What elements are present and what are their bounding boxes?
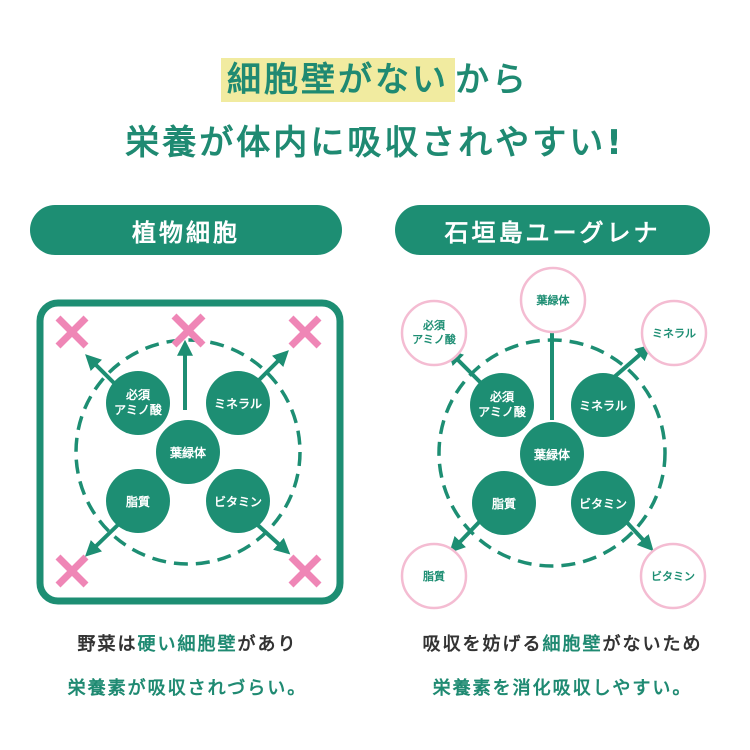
nutrient-mineral-right bbox=[571, 373, 635, 437]
nutrient-chloroplast-left bbox=[156, 420, 220, 484]
plant-caption-seg2: 硬い細胞壁 bbox=[137, 634, 238, 655]
chloroplast-label: 葉緑体 bbox=[169, 445, 207, 460]
amino-label-line1: 必須 bbox=[125, 387, 151, 402]
absorbed-mineral bbox=[640, 299, 708, 367]
plant-cell-title: 植物細胞 bbox=[30, 205, 342, 255]
blocked-marks bbox=[55, 313, 322, 588]
vitamin-label: ビタミン bbox=[214, 494, 262, 509]
headline-highlight: 細胞壁がない bbox=[221, 58, 455, 102]
absorbed-vitamin bbox=[639, 542, 707, 610]
headline-line1: 細胞壁がないから bbox=[0, 52, 750, 102]
nutrient-lipid-left bbox=[106, 469, 170, 533]
plant-caption-seg1: 野菜は bbox=[77, 634, 138, 655]
blocked-x-icon bbox=[171, 313, 206, 348]
nutrient-chloroplast-right bbox=[520, 422, 584, 486]
absorbed-amino-label-line1: 必須 bbox=[422, 318, 446, 332]
euglena-caption-line2: 栄養素を消化吸収しやすい。 bbox=[432, 678, 693, 699]
euglena-caption-seg3: がないため bbox=[602, 634, 703, 655]
nutrient-amino-acid-left bbox=[106, 371, 170, 435]
headline-line1-rest: から bbox=[455, 60, 529, 100]
cell-membrane-left bbox=[74, 338, 302, 566]
mineral-label-right: ミネラル bbox=[579, 399, 627, 413]
nutrient-mineral-left bbox=[206, 371, 270, 435]
absorbed-chloroplast-label: 葉緑体 bbox=[536, 293, 571, 307]
nutrient-lipid-right bbox=[472, 471, 536, 535]
amino-label-line2-right: アミノ酸 bbox=[478, 404, 527, 419]
euglena-title: 石垣島ユーグレナ bbox=[395, 205, 710, 255]
absorbed-lipid bbox=[400, 542, 468, 610]
arrow-upleft-right bbox=[447, 349, 485, 387]
nutrient-vitamin-right bbox=[571, 471, 635, 535]
headline-line2: 栄養が体内に吸収されやすい! bbox=[125, 123, 625, 163]
blocked-x-icon bbox=[55, 554, 89, 588]
lipid-label-right: 脂質 bbox=[491, 496, 516, 511]
chloroplast-label-right: 葉緑体 bbox=[533, 447, 571, 462]
absorbed-mineral-label: ミネラル bbox=[652, 327, 696, 340]
nutrient-vitamin-left bbox=[206, 469, 270, 533]
plant-caption-line1: 野菜は硬い細胞壁があり bbox=[0, 630, 375, 656]
nutrient-amino-acid-right bbox=[470, 373, 534, 437]
mineral-label: ミネラル bbox=[214, 397, 262, 411]
absorbed-chloroplast bbox=[519, 266, 587, 334]
amino-label-line1-right: 必須 bbox=[489, 389, 515, 404]
vitamin-label-right: ビタミン bbox=[579, 496, 627, 511]
absorbed-lipid-label: 脂質 bbox=[422, 569, 445, 583]
euglena-caption-line1: 吸収を妨げる細胞壁がないため bbox=[375, 630, 750, 656]
amino-label-line2: アミノ酸 bbox=[114, 402, 163, 417]
lipid-label: 脂質 bbox=[125, 494, 150, 509]
euglena-caption-seg2: 細胞壁 bbox=[542, 634, 603, 655]
cell-wall bbox=[36, 299, 344, 605]
plant-caption-seg3: があり bbox=[237, 634, 298, 655]
blocked-x-icon bbox=[55, 315, 89, 349]
absorbed-amino-acid bbox=[400, 299, 468, 367]
absorbed-amino-label-line2: アミノ酸 bbox=[412, 332, 457, 346]
euglena-caption-seg1: 吸収を妨げる bbox=[422, 634, 543, 655]
plant-caption-line2: 栄養素が吸収されづらい。 bbox=[67, 678, 308, 699]
blocked-x-icon bbox=[288, 554, 322, 588]
absorbed-vitamin-label: ビタミン bbox=[651, 569, 695, 583]
blocked-x-icon bbox=[288, 315, 322, 349]
